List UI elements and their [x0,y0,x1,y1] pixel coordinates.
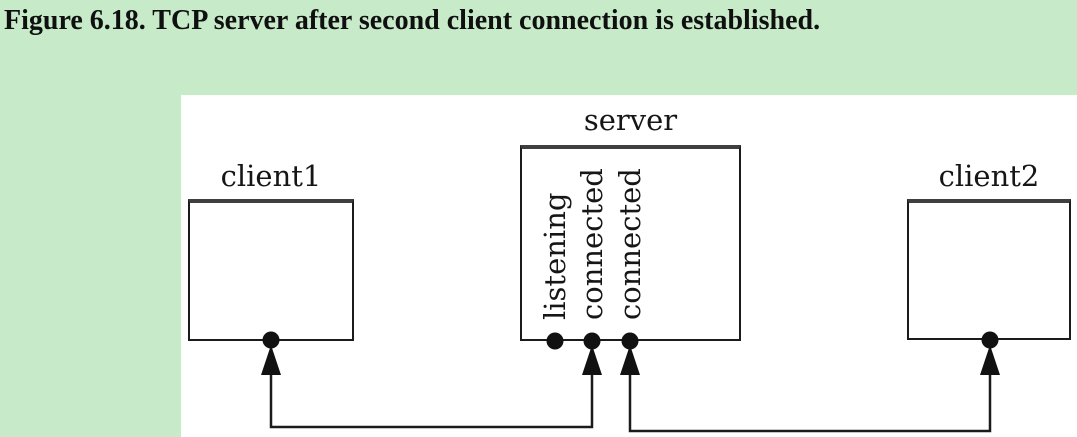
arrowhead-into-client2-icon [980,345,1000,375]
arrowhead-into-server-connected2-icon [620,345,640,375]
connection-line-client1-server [269,351,594,429]
server-socket-label-listening: listening [538,192,572,320]
arrowhead-into-client1-icon [261,345,281,375]
figure-caption: Figure 6.18. TCP server after second cli… [4,5,821,36]
client1-label: client1 [220,159,322,193]
server-box: listening connected connected [520,145,741,341]
client1-box [188,199,354,341]
client2-box [907,199,1071,340]
client2-label: client2 [938,159,1040,193]
server-socket-label-connected-1: connected [575,168,609,320]
server-label: server [583,103,678,137]
server-socket-label-connected-2: connected [613,168,647,320]
diagram-panel: client1 server client2 listening connect… [181,95,1077,437]
connection-line-server-client2 [628,351,992,433]
arrowhead-into-server-connected1-icon [582,345,602,375]
